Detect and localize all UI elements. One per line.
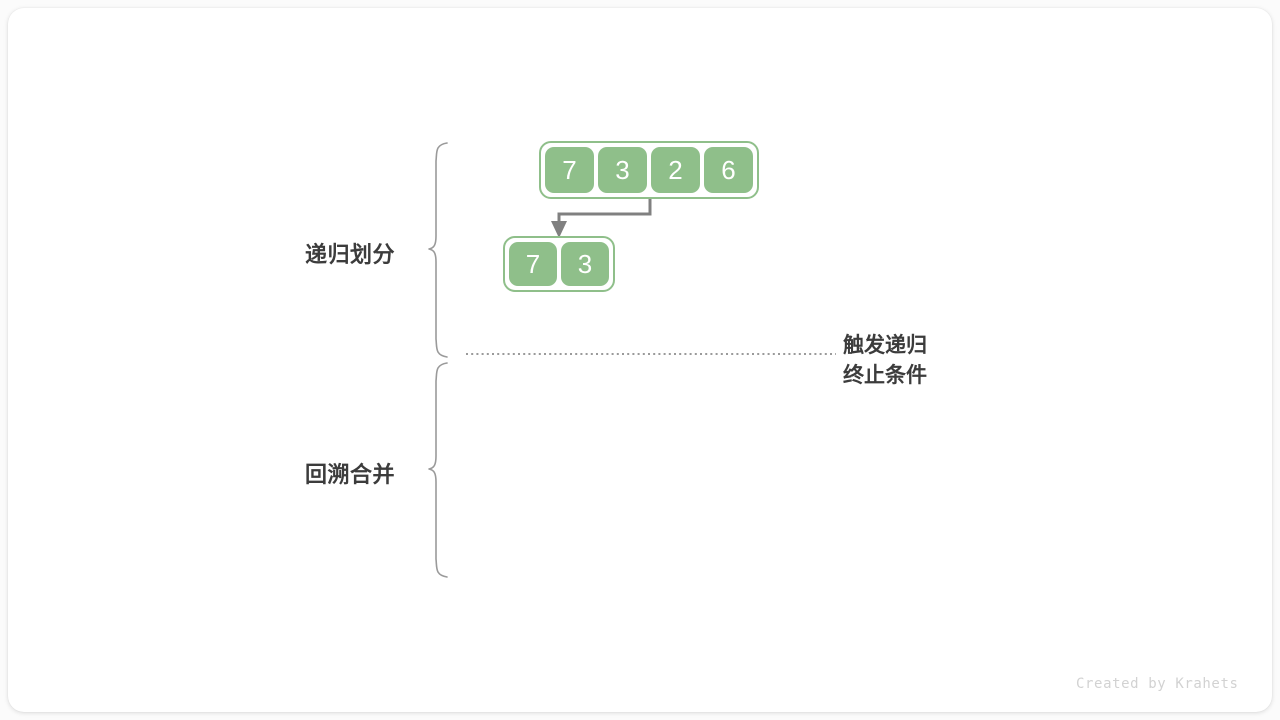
divide-arrow xyxy=(557,199,652,228)
credit-watermark: Created by Krahets xyxy=(1076,676,1239,692)
array-level-0: 7 3 2 6 xyxy=(539,141,759,199)
array-cell: 6 xyxy=(704,147,753,193)
stage-label-merge: 回溯合并 xyxy=(305,462,396,487)
brace-divide xyxy=(428,142,448,358)
recursion-terminate-note-line2: 终止条件 xyxy=(843,363,927,387)
array-cell: 2 xyxy=(651,147,700,193)
brace-merge xyxy=(428,362,448,578)
recursion-terminate-note-line1: 触发递归 xyxy=(843,334,927,357)
divide-arrow-head xyxy=(551,221,567,238)
array-level-1-left: 7 3 xyxy=(503,236,615,292)
array-cell: 3 xyxy=(598,147,647,193)
stage-label-divide: 递归划分 xyxy=(305,242,396,267)
array-cell: 3 xyxy=(561,242,609,286)
array-cell: 7 xyxy=(545,147,594,193)
recursion-terminate-note: 触发递归 终止条件 xyxy=(843,331,927,391)
array-cell: 7 xyxy=(509,242,557,286)
figure-card xyxy=(8,8,1272,712)
